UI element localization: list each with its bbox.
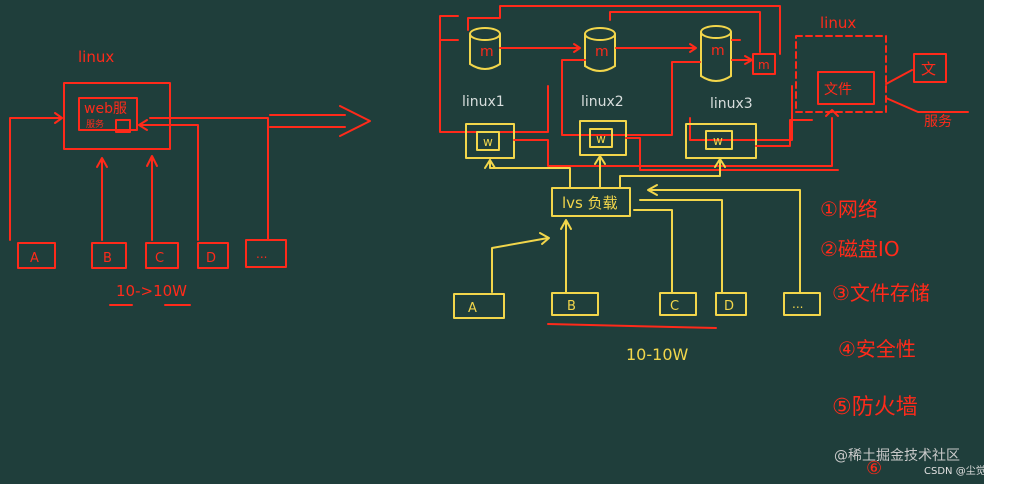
host-box-1 [439,39,549,133]
db-label-1: m [480,44,494,60]
left-client-d [197,242,229,269]
left-client-more [245,239,287,268]
right-margin [984,0,1010,484]
left-client-c-label: C [155,251,164,266]
host-label-1: linux1 [462,94,505,110]
note-5: ⑤防火墙 [832,395,918,420]
left-web-mini-box [115,119,131,133]
web-label-2: w [596,132,606,146]
left-scale-label: 10->10W [116,282,187,300]
right-scale-label: 10-10W [626,345,688,364]
left-web-label: web服 [84,101,127,117]
left-client-d-label: D [206,251,216,266]
db-cylinder-3 [700,25,732,82]
host-label-3: linux3 [710,96,753,112]
right-client-a [453,293,505,319]
right-client-b [551,292,599,316]
file-service-label: 服务 [924,114,952,130]
host-box-2 [561,59,701,136]
web-inner-1 [476,131,500,151]
whiteboard-diagram: linux web服 服务 A B C D ... 10->10W m m [9,5,984,479]
client-line-more [649,189,801,293]
right-client-c [659,292,697,316]
right-client-d [715,292,747,316]
credit-watermark: CSDN @尘觉 [924,465,984,477]
lvs-label: lvs 负载 [562,194,618,212]
left-web-box [78,97,138,131]
right-client-more-label: ... [792,297,803,311]
right-client-more [783,292,821,316]
file-label: 文件 [824,82,852,98]
transition-arrow [269,105,371,137]
left-line-a [9,117,61,241]
client-line-d [639,199,723,293]
db-label-2: m [595,44,609,60]
file-service-line [885,97,969,113]
host-label-2: linux2 [581,94,624,110]
lvs-box [551,187,631,217]
note-1: ①网络 [820,197,878,221]
web-inner-2 [589,128,613,148]
left-client-more-label: ... [256,247,267,261]
note-6: ⑥ [866,458,882,479]
web-label-3: w [713,134,723,148]
note-3: ③文件存储 [832,281,930,305]
right-client-b-label: B [567,299,576,314]
file-side-label: 文 [921,60,936,78]
right-small-box [752,53,776,75]
note-2: ②磁盘IO [820,237,900,261]
file-box [817,71,875,105]
web-label-1: w [483,135,493,149]
left-client-b-label: B [103,251,112,266]
web-file-link [513,117,833,167]
lvs-to-web-1 [489,159,571,189]
client-line-a [491,237,549,293]
web-box-3 [685,123,757,159]
db-top-link [467,5,781,55]
right-small-box-label: m [758,58,770,72]
host-box-3 [689,39,793,141]
watermark: @稀土掘金技术社区 [834,448,960,464]
left-linux-box [63,82,171,150]
right-linux-title: linux [820,14,856,32]
right-clients-underline [547,323,717,329]
web-inner-3 [705,130,733,150]
note-4: ④安全性 [838,337,916,361]
right-client-c-label: C [670,299,679,314]
lvs-to-web-3 [619,159,721,189]
right-client-d-label: D [724,299,734,314]
file-server-box [795,35,887,113]
right-client-a-label: A [468,301,477,316]
left-client-a [17,242,56,269]
left-web-sub: 服务 [86,118,104,130]
left-client-a-label: A [30,251,39,266]
left-line-e [149,117,269,241]
client-line-c [633,209,673,293]
left-line-d [139,124,199,241]
left-server-title: linux [78,48,114,66]
left-client-b [91,242,127,269]
chalkboard: linux web服 服务 A B C D ... 10->10W m m [0,0,984,484]
db-label-3: m [711,43,725,59]
left-client-c [145,242,179,269]
file-side-box [913,53,947,83]
